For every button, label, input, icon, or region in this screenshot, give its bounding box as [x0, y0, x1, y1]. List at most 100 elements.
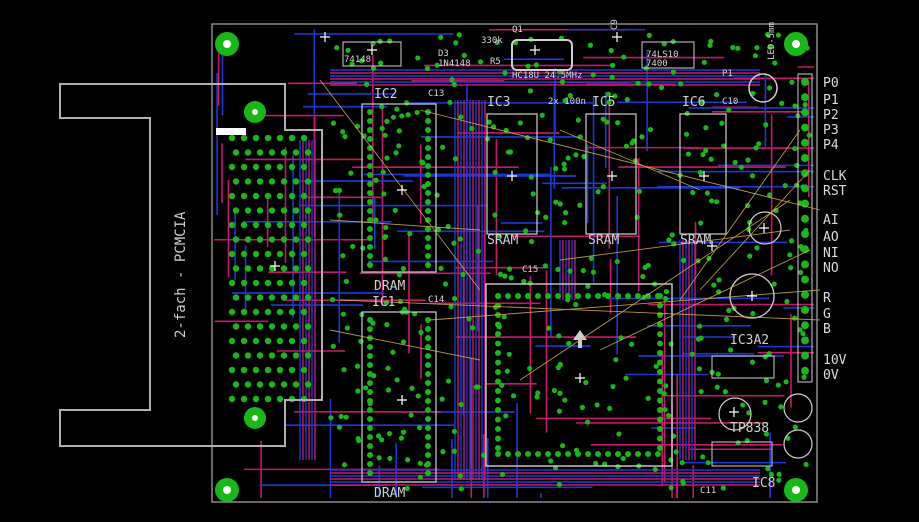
- ic3-label: IC3: [487, 95, 511, 110]
- via-pad: [288, 221, 296, 229]
- via-pad: [590, 269, 597, 275]
- ic6-label: IC6: [682, 95, 706, 110]
- via-pad: [700, 151, 706, 158]
- via-pad: [244, 207, 252, 214]
- via-pad: [256, 265, 264, 272]
- via-pad: [343, 278, 350, 284]
- via-pad: [749, 173, 756, 179]
- via-pad: [416, 425, 423, 431]
- origin-cross: [759, 223, 769, 233]
- via-pad: [458, 486, 464, 492]
- via-pad: [375, 433, 382, 439]
- via-pad: [573, 152, 579, 158]
- via-pad: [679, 459, 685, 466]
- via-pad: [657, 340, 663, 347]
- via-pad: [228, 366, 236, 374]
- via-pad: [528, 174, 534, 180]
- vias: [228, 31, 812, 492]
- via-pad: [393, 150, 399, 156]
- pin-label-no: NO: [823, 261, 839, 276]
- via-pad: [342, 134, 348, 140]
- via-pad: [304, 236, 312, 243]
- via-pad: [232, 265, 240, 272]
- via-pad: [358, 338, 364, 344]
- via-pad: [639, 134, 645, 140]
- cap-circle-1: [748, 211, 782, 245]
- via-pad: [711, 282, 717, 288]
- via-pad: [417, 474, 424, 480]
- via-pad: [562, 219, 568, 226]
- c13-label: C13: [428, 89, 445, 99]
- via-pad: [495, 445, 501, 451]
- via-pad: [415, 55, 421, 61]
- r-value-label: 330k: [481, 36, 503, 46]
- via-pad: [228, 337, 236, 345]
- via-pad: [252, 395, 260, 403]
- pin-label-p4: P4: [823, 138, 839, 153]
- via-pad: [292, 323, 300, 330]
- via-pad: [425, 244, 431, 250]
- via-pad: [425, 326, 431, 332]
- via-pad: [668, 485, 674, 491]
- via-pad: [304, 149, 312, 156]
- via-pad: [801, 78, 809, 86]
- via-pad: [232, 178, 240, 185]
- via-pad: [288, 192, 296, 200]
- via-pad: [673, 449, 679, 455]
- via-pad: [448, 304, 454, 310]
- via-pad: [646, 32, 652, 38]
- via-pad: [606, 99, 612, 105]
- via-pad: [292, 236, 300, 243]
- via-pad: [776, 477, 782, 483]
- via-pad: [548, 458, 554, 464]
- via-pad: [510, 393, 517, 399]
- via-pad: [704, 190, 711, 196]
- pin-label-ni: NI: [823, 246, 839, 261]
- via-pad: [367, 452, 373, 458]
- pin-label-0v: 0V: [823, 368, 839, 383]
- pin-label-r: R: [823, 291, 831, 306]
- via-pad: [264, 192, 272, 200]
- via-pad: [268, 149, 276, 156]
- via-pad: [499, 471, 506, 478]
- via-pad: [373, 177, 379, 183]
- dram-label-1: DRAM: [374, 279, 406, 294]
- via-pad: [580, 267, 586, 274]
- via-pad: [652, 466, 658, 473]
- via-pad: [495, 416, 501, 423]
- via-pad: [367, 136, 373, 142]
- via-pad: [252, 366, 260, 374]
- airwire: [699, 169, 811, 291]
- via-pad: [753, 145, 759, 151]
- via-pad: [698, 220, 704, 226]
- via-pad: [801, 154, 809, 162]
- via-pad: [304, 265, 312, 272]
- via-pad: [396, 143, 402, 149]
- via-pad: [382, 256, 388, 262]
- via-pad: [697, 323, 703, 329]
- via-pad: [367, 109, 373, 115]
- via-pad: [404, 100, 410, 106]
- via-pad: [425, 172, 431, 178]
- via-pad: [367, 434, 373, 440]
- pin-label-ai: AI: [823, 213, 839, 228]
- origin-cross: [530, 45, 540, 55]
- via-pad: [228, 308, 236, 316]
- via-pad: [762, 399, 768, 405]
- via-pad: [360, 245, 366, 251]
- via-pad: [735, 440, 741, 446]
- via-pad: [404, 485, 410, 492]
- via-pad: [367, 154, 373, 160]
- via-pad: [363, 81, 370, 87]
- sram-label-2: SRAM: [588, 233, 620, 248]
- via-pad: [425, 217, 431, 223]
- led-label: LED-5mm: [767, 22, 777, 60]
- via-pad: [363, 385, 369, 391]
- via-pad: [232, 381, 240, 388]
- via-pad: [438, 34, 444, 40]
- via-pad: [425, 136, 431, 142]
- via-pad: [640, 273, 646, 280]
- cpu-plcc-outline: [485, 283, 673, 467]
- via-pad: [425, 145, 431, 151]
- airwire: [419, 109, 821, 211]
